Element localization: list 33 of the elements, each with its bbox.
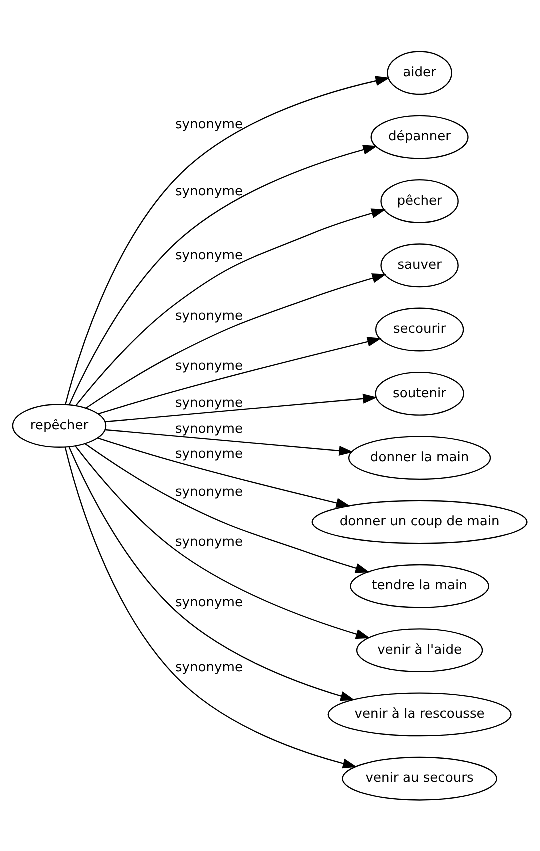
node-ellipse: secourir — [375, 307, 464, 352]
arrow — [98, 336, 382, 414]
node-ellipse: aider — [387, 50, 452, 95]
node-ellipse: donner un coup de main — [312, 500, 528, 544]
edge-label: synonyme — [176, 184, 244, 199]
arrow — [65, 76, 390, 404]
arrow — [105, 393, 378, 422]
edge-label: synonyme — [176, 395, 244, 410]
edge-label: synonyme — [176, 308, 244, 324]
arrow — [64, 446, 358, 768]
edge-label: synonyme — [176, 117, 244, 132]
edge-label: synonyme — [176, 660, 244, 676]
arrow — [68, 144, 378, 405]
arrow — [75, 446, 370, 639]
arrow — [68, 446, 356, 701]
arrow — [105, 428, 354, 456]
arrow — [84, 442, 370, 573]
edge-label: synonyme — [176, 421, 244, 436]
node-ellipse: pêcher — [380, 178, 459, 223]
node-ellipse: dépanner — [370, 114, 469, 159]
arrow — [98, 437, 351, 508]
edge-label: synonyme — [176, 594, 244, 610]
edge-label: synonyme — [176, 534, 244, 550]
edge-label: synonyme — [176, 358, 244, 374]
node-ellipse: soutenir — [375, 371, 464, 416]
node-ellipse: sauver — [380, 243, 459, 288]
edge-label: synonyme — [176, 248, 244, 263]
arrow — [75, 208, 386, 406]
arrow — [86, 273, 387, 408]
node-ellipse: donner la main — [348, 436, 492, 480]
edge-label: synonyme — [176, 446, 244, 462]
edge-label: synonyme — [176, 484, 244, 500]
node-ellipse: repêcher — [12, 404, 107, 448]
